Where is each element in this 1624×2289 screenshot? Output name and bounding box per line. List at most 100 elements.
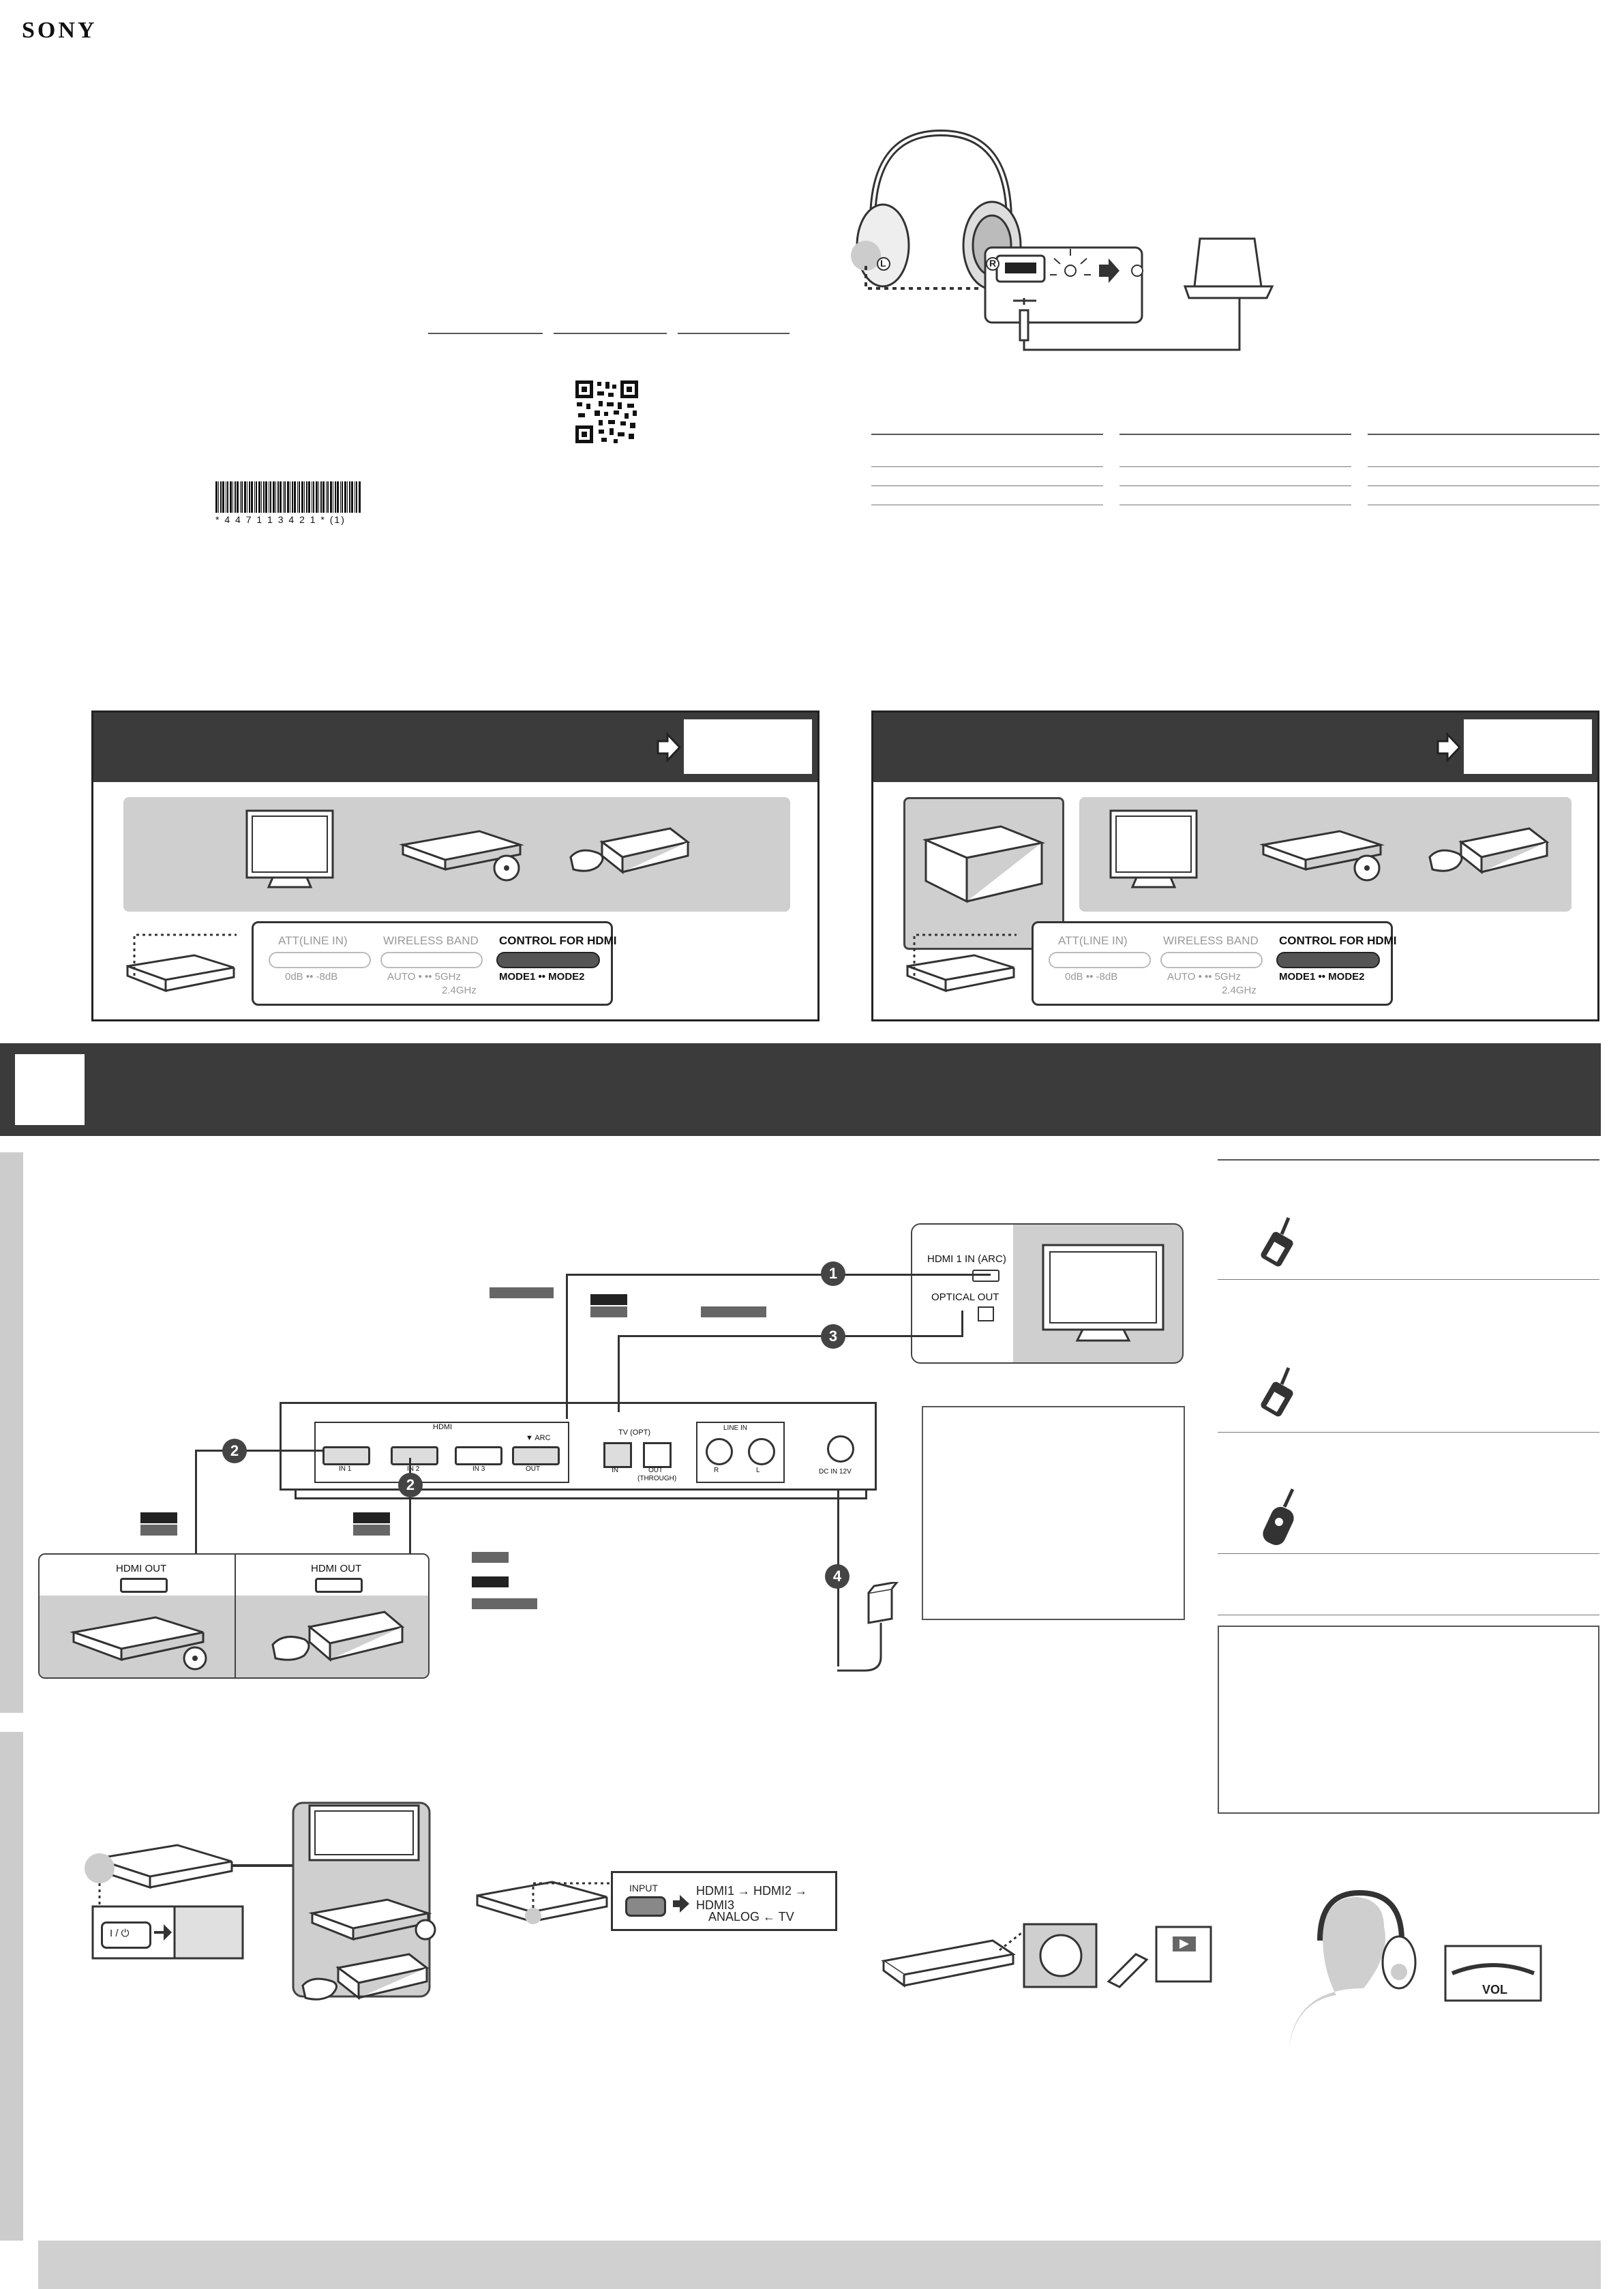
step-3-badge: 3 [821,1324,845,1349]
sony-logo: SONY [22,18,97,43]
section-header-band [0,1043,1601,1136]
dc-in-jack [827,1435,854,1463]
hdmi-control-label: CONTROL FOR HDMI [499,934,617,947]
att-switch[interactable] [1049,952,1151,968]
barcode-icon [215,481,361,513]
step-4-badge: 4 [825,1564,849,1589]
att-values: 0dB •• -8dB [1065,971,1118,983]
transmitter-icon [906,933,1017,993]
opt-out-label: OUT [648,1467,663,1474]
att-switch[interactable] [269,952,371,968]
hdmi-control-values: MODE1 •• MODE2 [1279,971,1365,983]
line-in-group [696,1422,785,1483]
opt-out-port [643,1442,672,1468]
step-1-badge: 1 [821,1261,845,1286]
line-in-label: LINE IN [723,1424,748,1432]
table-rule [871,434,1103,435]
band-values: AUTO • •• 5GHz [1167,971,1241,983]
callout-block [472,1598,537,1609]
cable-table-rule [1218,1159,1599,1161]
device-area [123,797,790,912]
barcode-digits: * 4 4 7 1 1 3 4 2 1 * (1) [215,514,346,525]
player-hdmi-out-label: HDMI OUT [116,1563,167,1574]
disc-player-icon [1259,830,1385,882]
title-rule-3 [678,333,790,334]
transmitter-icon [126,933,237,993]
table-rule [1119,434,1351,435]
hdmi-cable-icon-2 [1261,1367,1293,1417]
power-symbol: I / ⏻ [110,1928,130,1939]
band-values: AUTO • •• 5GHz [387,971,461,983]
av-receiver-icon [922,825,1046,903]
hdmi-out-label: OUT [526,1465,541,1473]
left-mark: L [880,258,886,269]
transmitter-input-diagram [476,1881,614,1924]
note-box [922,1406,1185,1620]
tv-icon [1109,809,1198,888]
input-cycle-text: HDMI1 → HDMI2 → HDMI3 [696,1884,808,1912]
title-rule-2 [554,333,667,334]
tv-optical-port [978,1306,994,1321]
opt-in-port [603,1442,632,1468]
footer-bar [38,2241,1601,2289]
arrow-right-icon [673,1895,689,1913]
hdmi-in1-label: IN 1 [339,1465,352,1473]
hdmi-in2-port [391,1446,438,1465]
hdmi-control-switch[interactable] [496,952,600,968]
player-hdmi-out-port [120,1578,168,1593]
callout-block [472,1552,509,1563]
sources-divider [235,1555,236,1677]
callout-block [701,1306,766,1317]
sources-box: HDMI OUT HDMI OUT [38,1553,430,1679]
hdmi-in3-label: IN 3 [472,1465,485,1473]
hdmi-control-values: MODE1 •• MODE2 [499,971,585,983]
cable-table-rule [1218,1279,1599,1280]
transmitter-rear-panel: HDMI IN 1 IN 2 IN 3 ▼ ARC OUT TV (OPT) I… [280,1402,877,1491]
band-sub: 2.4GHz [1222,985,1257,996]
console-hdmi-out-port [315,1578,363,1593]
table-rule [1119,466,1351,467]
line-in-l-label: L [756,1467,760,1474]
switch-panel: ATT(LINE IN) 0dB •• -8dB WIRELESS BAND A… [252,921,617,1006]
band-switch[interactable] [380,952,483,968]
callout-block [353,1525,390,1536]
callout-block [140,1512,177,1523]
table-rule [1368,485,1599,486]
game-console-icon [569,827,691,875]
cable-table-rule [1218,1553,1599,1554]
dc-in-label: DC IN 12V [819,1468,852,1476]
line-in-r-label: R [714,1467,719,1474]
section-number-box [15,1054,85,1125]
side-tab-use [0,1732,23,2241]
table-rule [1368,434,1599,435]
tv-icon [245,809,334,888]
game-console-icon [271,1611,405,1662]
switch-panel: ATT(LINE IN) 0dB •• -8dB WIRELESS BAND A… [1032,921,1397,1006]
hdmi-control-switch[interactable] [1276,952,1380,968]
callout-block [472,1576,509,1587]
console-hdmi-out-label: HDMI OUT [311,1563,362,1574]
power-button[interactable]: I / ⏻ [101,1921,151,1949]
panel-header [93,713,817,782]
optical-cable-icon [1263,1488,1295,1545]
table-rule [1368,466,1599,467]
disc-player-icon [70,1616,207,1671]
through-label: (THROUGH) [637,1475,677,1482]
arrow-right-icon [657,732,682,763]
band-label: WIRELESS BAND [383,934,479,947]
tv-icon [1042,1244,1164,1342]
input-button[interactable] [625,1896,666,1917]
mode1-panel: ATT(LINE IN) 0dB •• -8dB WIRELESS BAND A… [91,710,819,1021]
step-2-badge-b: 2 [398,1473,423,1497]
callout-block [140,1525,177,1536]
band-sub: 2.4GHz [442,985,477,996]
hdmi-in3-port [455,1446,502,1465]
cable-1-hdmi-arc [566,1274,991,1419]
arc-label: ▼ ARC [526,1434,551,1442]
mode-tag [1464,719,1592,774]
hdmi-control-label: CONTROL FOR HDMI [1279,934,1397,947]
callout-block [353,1512,390,1523]
mode2-panel: ATT(LINE IN) 0dB •• -8dB WIRELESS BAND A… [871,710,1599,1021]
band-switch[interactable] [1160,952,1263,968]
hdmi-port-group [314,1422,569,1483]
